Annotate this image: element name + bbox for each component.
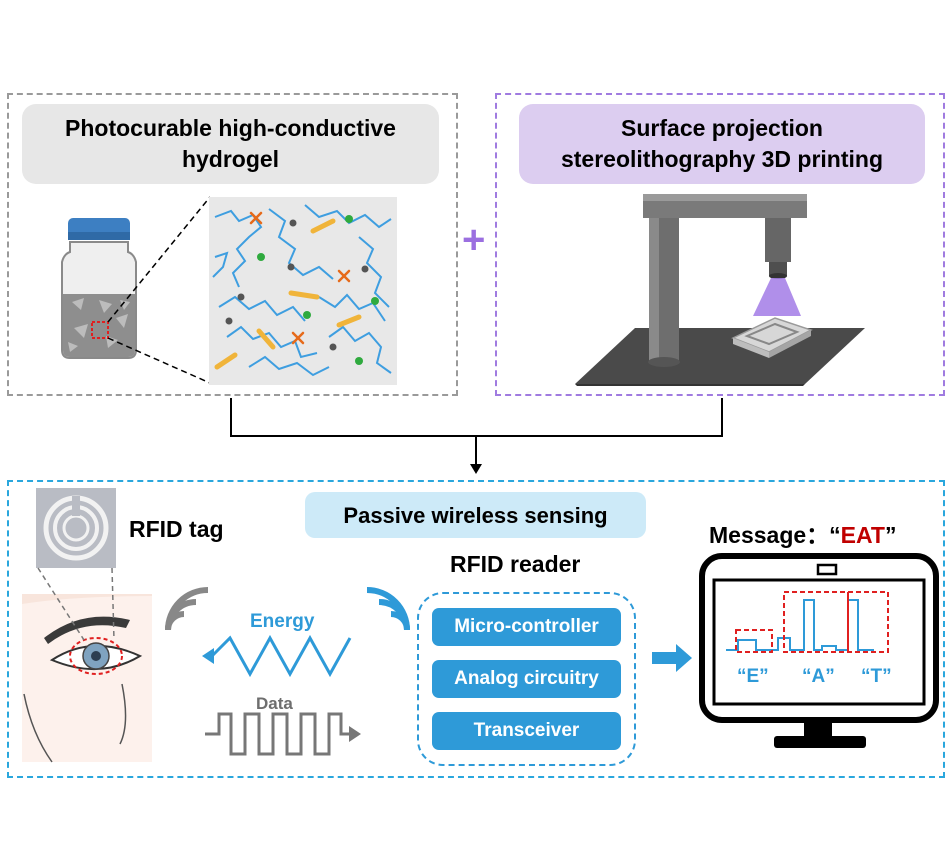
rfid-tag-photo [36,488,116,568]
hydrogel-title: Photocurable high-conductive hydrogel [22,104,439,184]
plus-symbol: + [462,218,486,262]
micro-controller-block: Micro-controller [432,608,621,646]
hydrogel-network-illustration [209,197,397,385]
rfid-tag-label: RFID tag [129,516,224,542]
signal-letter-a: “A” [802,666,835,687]
printing-panel [495,93,945,396]
signal-letter-e: “E” [737,666,769,687]
data-wave [205,712,361,756]
monitor-display [699,553,939,748]
tag-signal-icon [165,587,209,631]
hydrogel-panel [7,93,458,396]
printing-title: Surface projection stereolithography 3D … [519,104,925,184]
message-prefix: Message： [709,522,830,548]
transceiver-block: Transceiver [432,712,621,750]
analog-circuitry-block: Analog circuitry [432,660,621,698]
rfid-reader-label: RFID reader [450,551,581,577]
rfid-reader-box [417,592,636,766]
data-label: Data [256,694,293,713]
message-value: EAT [840,522,885,548]
energy-label: Energy [250,611,315,632]
3d-printer-illustration [575,194,865,386]
vial-icon [61,218,137,359]
output-arrow [652,644,692,672]
energy-wave [202,634,352,678]
message-close-quote: ” [884,522,897,548]
wireless-sensing-title: Passive wireless sensing [305,492,646,538]
message-open-quote: “ [829,522,841,548]
wireless-sensing-panel [7,480,945,778]
message-label: Message：“EAT” [709,516,896,550]
face-eye-illustration [22,594,152,763]
reader-signal-icon [366,587,410,631]
signal-letter-t: “T” [861,666,892,687]
